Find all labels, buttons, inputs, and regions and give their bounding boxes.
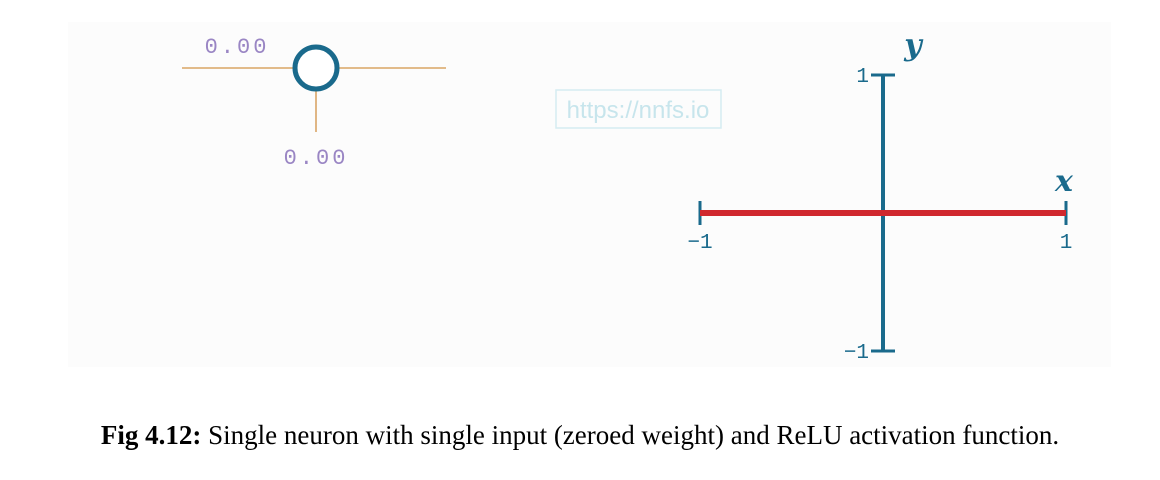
figure-caption: Fig 4.12: Single neuron with single inpu… [0, 420, 1160, 451]
watermark: https://nnfs.io [555, 89, 722, 129]
weight-label: 0.00 [205, 35, 270, 60]
neuron-diagram: 0.00 0.00 [182, 35, 446, 171]
x-tick-label-max: 1 [1060, 232, 1073, 255]
caption-text: Single neuron with single input (zeroed … [201, 420, 1060, 450]
figure-panel [68, 22, 1111, 367]
watermark-box [555, 89, 722, 129]
bias-label: 0.00 [284, 146, 349, 171]
relu-chart: −1 1 1 −1 x y [687, 28, 1074, 365]
x-tick-label-min: −1 [687, 232, 712, 255]
y-tick-label-max: 1 [856, 66, 869, 89]
y-tick-label-min: −1 [844, 342, 869, 365]
neuron-node [292, 44, 340, 92]
x-axis-label: x [1054, 164, 1074, 199]
watermark-text: https://nnfs.io [567, 97, 710, 124]
y-axis-label: y [903, 28, 924, 63]
caption-label: Fig 4.12: [100, 420, 202, 450]
